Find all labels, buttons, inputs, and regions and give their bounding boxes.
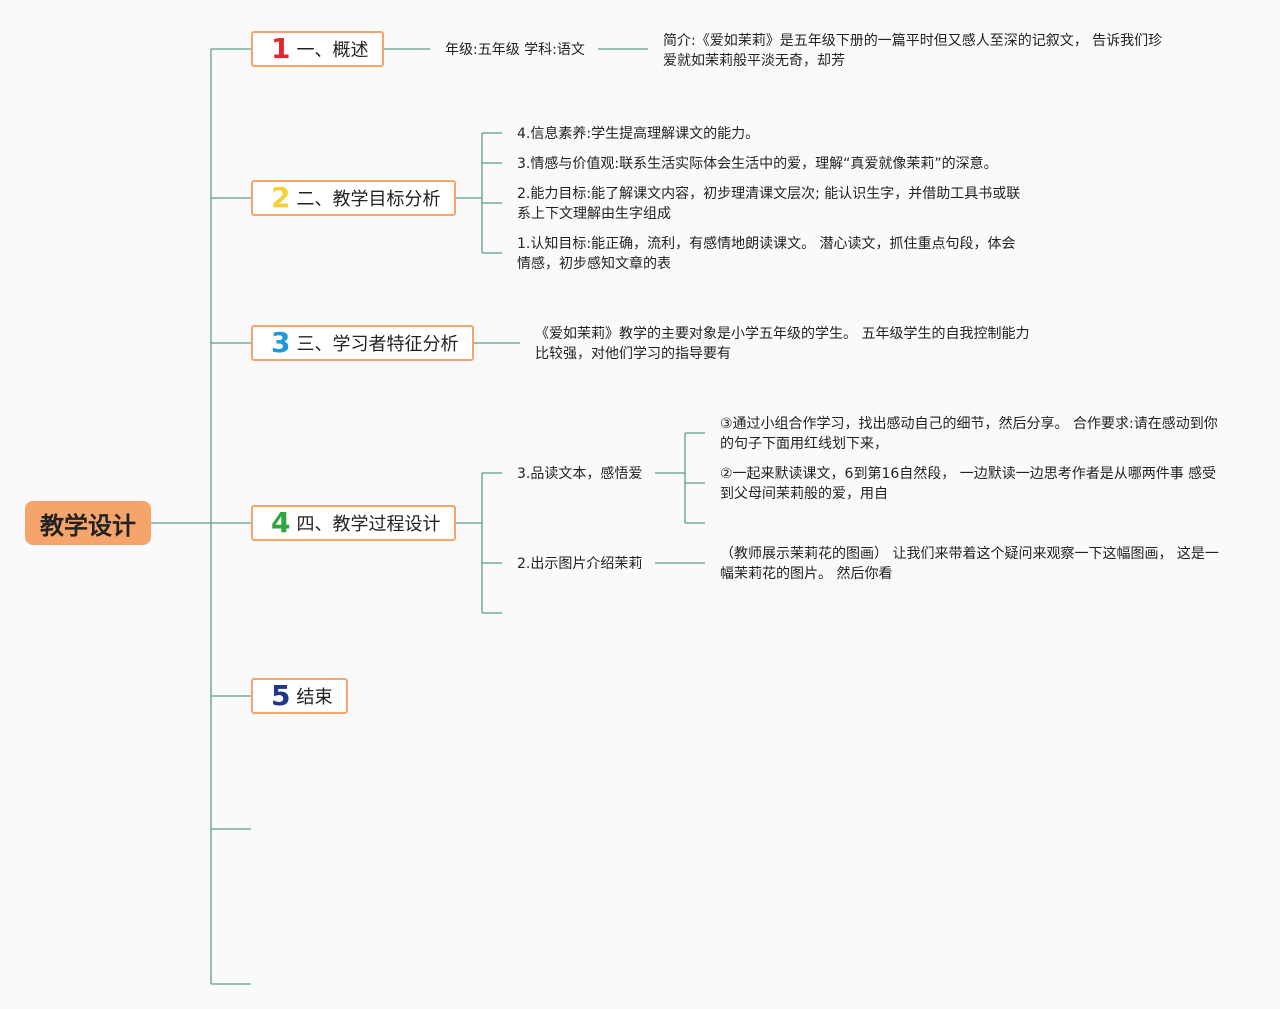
topic-learner[interactable]: 3 三、学习者特征分析 bbox=[251, 325, 475, 361]
learner-description: 《爱如茉莉》教学的主要对象是小学五年级的学生。 五年级学生的自我控制能力比较强，… bbox=[535, 326, 1030, 362]
topic-overview[interactable]: 1 一、概述 bbox=[251, 31, 385, 67]
root-node[interactable]: 教学设计 bbox=[25, 501, 151, 545]
root-label: 教学设计 bbox=[40, 511, 136, 540]
overview-grade: 年级:五年级 学科:语文 bbox=[445, 42, 585, 58]
topic-end[interactable]: 5 结束 bbox=[251, 678, 349, 714]
topic-label-learner: 三、学习者特征分析 bbox=[296, 334, 459, 355]
topic-number-5: 5 bbox=[271, 679, 291, 712]
topic-number-1: 1 bbox=[271, 32, 291, 65]
topic-label-overview: 一、概述 bbox=[296, 40, 369, 61]
topic-process[interactable]: 4 四、教学过程设计 bbox=[251, 505, 457, 541]
process-step3-item: ②一起来默读课文，6到第16自然段， 一边默读一边思考作者是从哪两件事 感受到父… bbox=[720, 466, 1217, 502]
objective-item: 3.情感与价值观:联系生活实际体会生活中的爱，理解“真爱就像茉莉”的深意。 bbox=[517, 156, 998, 172]
objective-item: 4.信息素养:学生提高理解课文的能力。 bbox=[517, 126, 760, 142]
topic-label-end: 结束 bbox=[296, 687, 333, 708]
objective-item: 2.能力目标:能了解课文内容，初步理清课文层次; 能认识生字，并借助工具书或联系… bbox=[517, 186, 1021, 222]
topic-objectives[interactable]: 2 二、教学目标分析 bbox=[251, 180, 457, 216]
objective-item: 1.认知目标:能正确，流利，有感情地朗读课文。 潜心读文，抓住重点句段，体会情感… bbox=[517, 236, 1016, 272]
process-step2-label: 2.出示图片介绍茉莉 bbox=[517, 556, 643, 572]
process-step2-item: （教师展示茉莉花的图画） 让我们来带着这个疑问来观察一下这幅图画， 这是一幅茉莉… bbox=[720, 546, 1219, 582]
topic-label-process: 四、教学过程设计 bbox=[296, 514, 441, 535]
topic-number-3: 3 bbox=[271, 326, 291, 359]
topic-number-4: 4 bbox=[271, 506, 291, 539]
topic-number-2: 2 bbox=[271, 181, 291, 214]
process-step3-item: ③通过小组合作学习，找出感动自己的细节，然后分享。 合作要求:请在感动到你的句子… bbox=[720, 416, 1218, 452]
overview-intro: 简介:《爱如茉莉》是五年级下册的一篇平时但又感人至深的记叙文， 告诉我们珍爱就如… bbox=[663, 33, 1163, 69]
topic-label-objectives: 二、教学目标分析 bbox=[296, 189, 441, 210]
process-step3-label: 3.品读文本，感悟爱 bbox=[517, 466, 643, 482]
